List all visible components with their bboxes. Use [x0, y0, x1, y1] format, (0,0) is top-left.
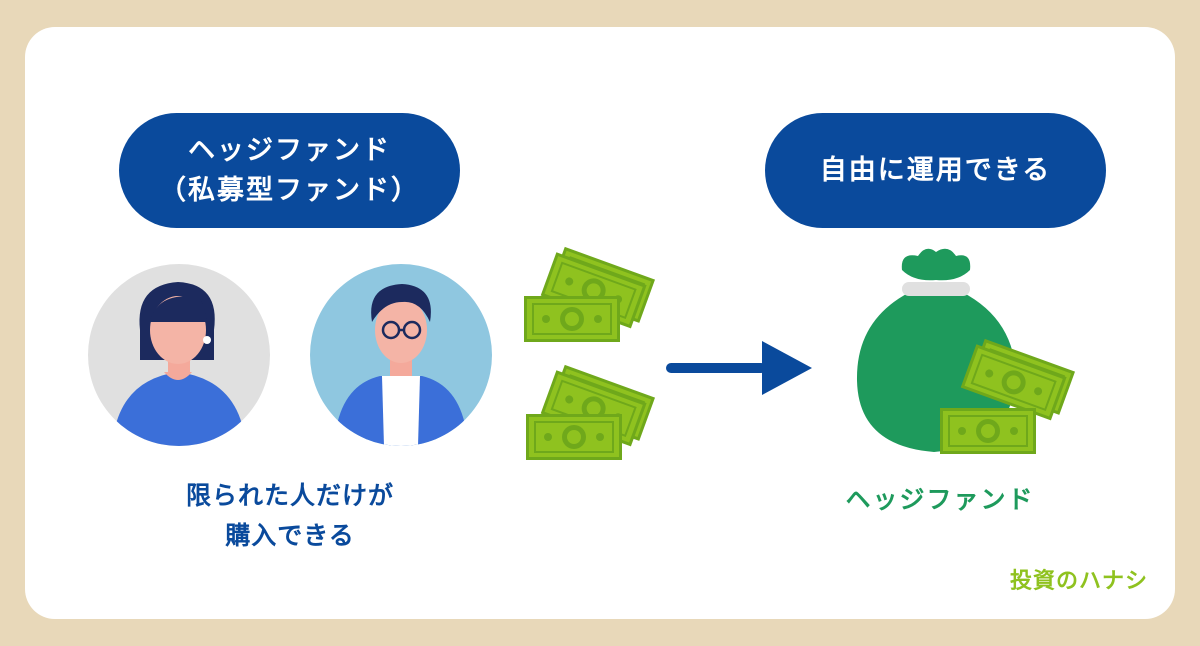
brand-logo-text: 投資のハナシ — [1009, 569, 1148, 594]
cash-stack-icon — [525, 413, 623, 461]
cash-stack-icon — [523, 295, 621, 343]
limited-buyers-line1: 限られた人だけが — [185, 481, 394, 510]
hedge-fund-label-line2: （私募型ファンド） — [159, 174, 420, 206]
cash-stack-icon — [939, 407, 1037, 455]
woman-avatar-icon — [88, 264, 270, 446]
limited-buyers-caption: 限られた人だけが 購入できる — [130, 476, 450, 556]
hedge-fund-label-line1: ヘッジファンド — [188, 134, 391, 166]
limited-buyers-line2: 購入できる — [225, 521, 355, 550]
free-management-text: 自由に運用できる — [819, 154, 1052, 186]
man-avatar-icon — [310, 264, 492, 446]
free-management-pill: 自由に運用できる — [765, 113, 1106, 228]
hedge-fund-caption: ヘッジファンド — [845, 485, 1035, 514]
arrow-right-icon — [666, 341, 812, 395]
hedge-fund-label-pill: ヘッジファンド （私募型ファンド） — [119, 113, 460, 228]
